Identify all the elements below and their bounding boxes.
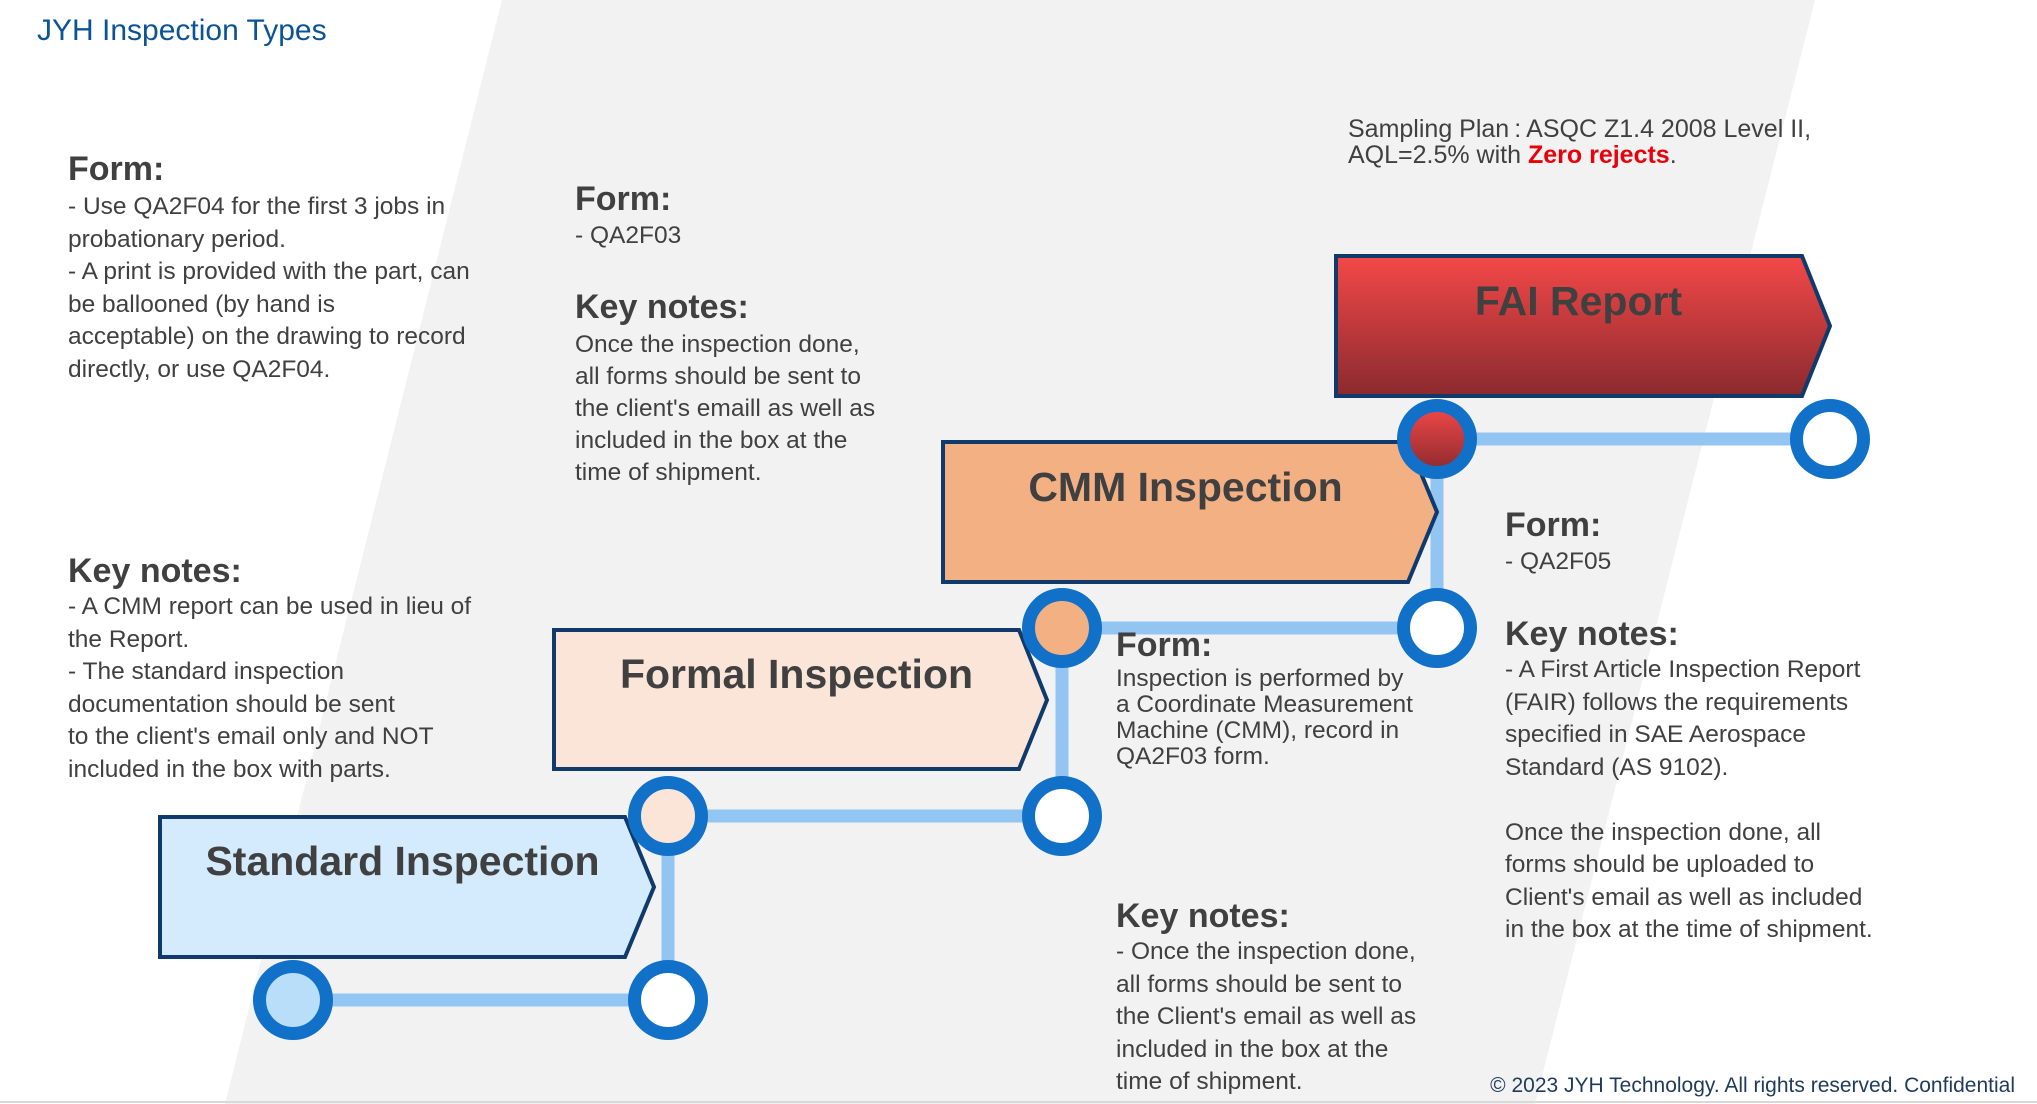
formal-start-node [628,776,708,856]
cmm-key-notes-body: - Once the inspection done, all forms sh… [1116,938,1417,1095]
formal-inspection-box[interactable] [552,628,1050,771]
cmm-start-node [1022,588,1102,668]
formal-end-node [1022,776,1102,856]
sampling-plan-line2: AQL=2.5% with Zero rejects. [1348,142,1811,168]
formal-inspection-label: Formal Inspection [619,651,974,697]
standard-inspection-box[interactable] [158,815,657,959]
standard-key-notes-heading: Key notes: [68,552,242,590]
formal-key-notes-heading: Key notes: [575,288,749,326]
fai-start-node [1397,399,1477,479]
cmm-form-body: Inspection is performed by a Coordinate … [1116,665,1413,770]
nodes [253,399,1870,1040]
cmm-key-notes-heading: Key notes: [1116,897,1290,935]
standard-inspection-label: Standard Inspection [205,838,600,884]
zero-rejects-emphasis: Zero rejects [1527,141,1670,169]
fai-key-notes-heading: Key notes: [1505,615,1679,653]
fai-key-notes-body: - A First Article Inspection Report (FAI… [1505,656,1873,943]
cmm-form-heading: Form: [1116,626,1213,664]
fai-report-box[interactable] [1334,254,1833,398]
fai-form-heading: Form: [1505,506,1602,544]
sampling-plan-line2-suffix: . [1669,141,1677,169]
copyright-footer: © 2023 JYH Technology. All rights reserv… [1490,1074,2015,1097]
cmm-end-node [1397,588,1477,668]
standard-start-node [253,960,333,1040]
page-title: JYH Inspection Types [37,14,327,47]
sampling-plan-line1: Sampling Plan : ASQC Z1.4 2008 Level II, [1348,115,1812,143]
formal-form-heading: Form: [575,180,672,218]
cmm-inspection-label: CMM Inspection [1028,464,1343,510]
standard-key-notes-body: - A CMM report can be used in lieu of th… [68,593,472,783]
formal-form-body: - QA2F03 [575,222,682,249]
standard-end-node [628,960,708,1040]
standard-form-body: - Use QA2F04 for the first 3 jobs in pro… [68,193,470,383]
standard-form-heading: Form: [68,150,165,188]
formal-key-notes-body: Once the inspection done, all forms shou… [575,331,876,486]
sampling-plan-line2-prefix: AQL=2.5% with [1348,141,1528,169]
fai-form-body: - QA2F05 [1505,548,1612,575]
cmm-inspection-box[interactable] [941,440,1440,584]
sampling-plan: Sampling Plan : ASQC Z1.4 2008 Level II,… [1348,116,1811,168]
fai-end-node [1790,399,1870,479]
fai-report-label: FAI Report [1474,278,1683,324]
